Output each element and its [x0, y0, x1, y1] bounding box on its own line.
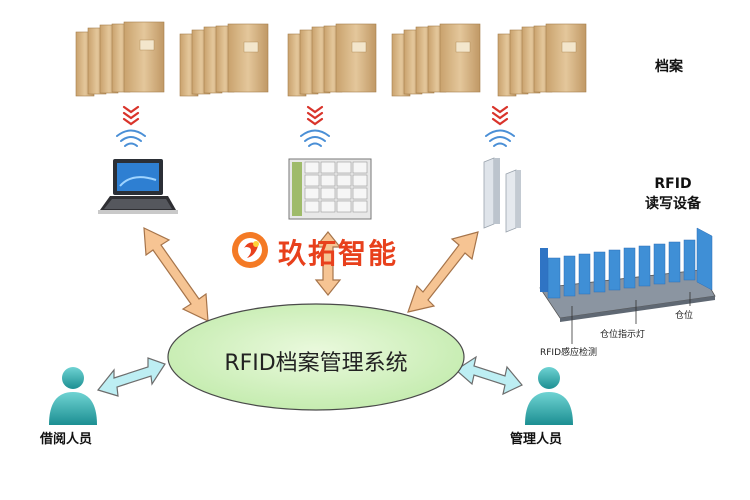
arrow-manager-system — [455, 355, 523, 396]
archive-box-icon — [497, 23, 587, 97]
cabinet-icon — [288, 158, 372, 220]
archive-box-icon — [75, 21, 165, 97]
archive-box-icon — [391, 23, 481, 97]
archive-box-icon — [179, 23, 269, 97]
rfid-sensor-callout: RFID感应检测 — [540, 348, 598, 358]
signal-up-icon — [485, 129, 515, 147]
archive-group-3 — [287, 23, 377, 97]
shelf-icon — [539, 227, 716, 344]
archive-group-4 — [391, 23, 481, 97]
slot-callout: 仓位 — [675, 311, 694, 321]
rfid-device-title: RFID 读写设备 — [635, 174, 711, 214]
arrow-cabinet-system — [314, 231, 342, 296]
person-icon — [525, 367, 573, 425]
brand-name: 玖拓智能 — [278, 237, 399, 270]
manager-label: 管理人员 — [510, 432, 563, 447]
signal-down-icon — [122, 105, 140, 126]
rfid-device-title-line2: 读写设备 — [645, 196, 701, 212]
person-icon — [49, 367, 97, 425]
slot-indicator-callout: 仓位指示灯 — [600, 330, 646, 340]
central-system-label: RFID档案管理系统 — [224, 351, 408, 376]
brand-logo-icon — [232, 232, 268, 268]
archive-box-icon — [287, 23, 377, 97]
signal-up-icon — [300, 129, 330, 147]
arrow-gate-system — [407, 231, 479, 313]
rfid-device-title-line1: RFID — [654, 176, 692, 192]
laptop-icon — [98, 159, 178, 214]
archives-title: 档案 — [655, 59, 683, 75]
arrow-borrower-system — [96, 357, 166, 397]
signal-down-icon — [306, 105, 324, 126]
gate-reader-icon — [483, 157, 521, 233]
system-ellipse — [167, 303, 465, 411]
archive-group-1 — [75, 21, 165, 97]
archive-group-2 — [179, 23, 269, 97]
signal-up-icon — [116, 129, 146, 147]
archive-group-5 — [497, 23, 587, 97]
borrower-label: 借阅人员 — [40, 432, 93, 447]
signal-down-icon — [491, 105, 509, 126]
arrow-laptop-system — [143, 227, 209, 322]
